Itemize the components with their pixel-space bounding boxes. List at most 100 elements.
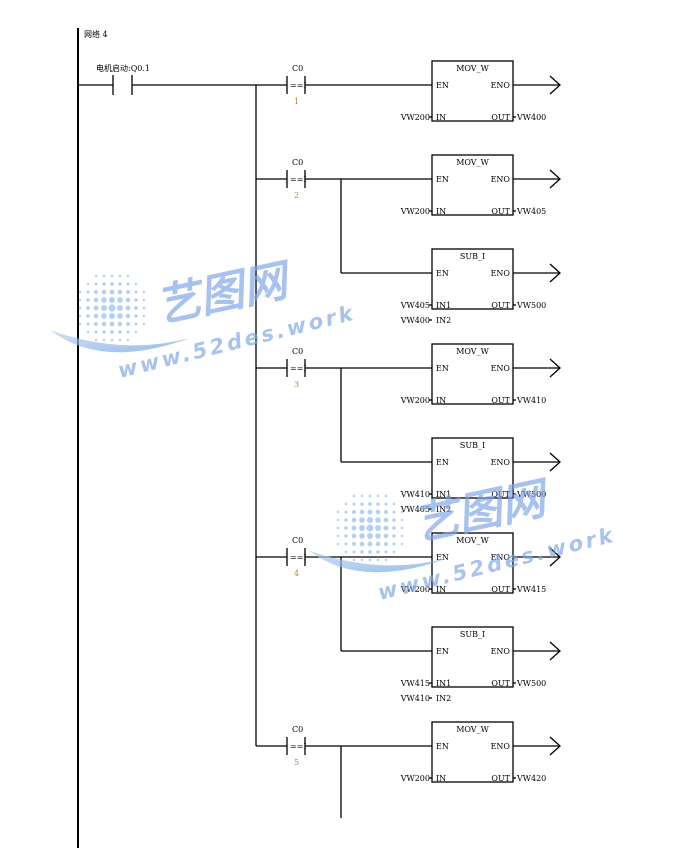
en-pin: EN bbox=[436, 647, 449, 656]
en-pin: EN bbox=[436, 458, 449, 467]
out-pin: OUT bbox=[491, 207, 510, 216]
out-pin: OUT bbox=[491, 490, 510, 499]
network-label: 网络 4 bbox=[84, 29, 108, 39]
out-pin: OUT bbox=[491, 396, 510, 405]
eno-pin: ENO bbox=[491, 553, 511, 562]
compare-operand: C0 bbox=[292, 536, 303, 545]
compare-operand: C0 bbox=[292, 725, 303, 734]
compare-operand: C0 bbox=[292, 347, 303, 356]
eno-pin: ENO bbox=[491, 269, 511, 278]
input-pin: IN1 bbox=[436, 679, 451, 688]
rung: C0 ==I 5 MOV_W EN ENO VW200 IN OUT VW420 bbox=[256, 721, 561, 783]
eno-pin: ENO bbox=[491, 458, 511, 467]
compare-operator: ==I bbox=[290, 81, 307, 90]
block-name: MOV_W bbox=[456, 64, 489, 73]
block-name: SUB_I bbox=[460, 630, 485, 639]
output-arrow-icon bbox=[549, 736, 561, 756]
input-variable: VW200 bbox=[400, 774, 430, 783]
compare-value: 5 bbox=[294, 758, 299, 767]
compare-value: 4 bbox=[294, 569, 299, 578]
eno-pin: ENO bbox=[491, 647, 511, 656]
output-variable: VW500 bbox=[516, 679, 546, 688]
en-pin: EN bbox=[436, 553, 449, 562]
watermark-logo: 艺图网 www.52des.work bbox=[50, 254, 358, 383]
block-name: SUB_I bbox=[460, 441, 485, 450]
eno-pin: ENO bbox=[491, 364, 511, 373]
compare-operator: ==I bbox=[290, 742, 307, 751]
output-variable: VW500 bbox=[516, 301, 546, 310]
input-contact-label: 电机启动:Q0.1 bbox=[96, 63, 150, 73]
compare-contact: C0 ==I 5 bbox=[256, 725, 432, 767]
input-variable: VW200 bbox=[400, 207, 430, 216]
out-pin: OUT bbox=[491, 585, 510, 594]
out-pin: OUT bbox=[491, 679, 510, 688]
en-pin: EN bbox=[436, 364, 449, 373]
input-variable: VW410 bbox=[400, 490, 430, 499]
output-arrow-icon bbox=[549, 452, 561, 472]
output-variable: VW410 bbox=[516, 396, 546, 405]
compare-operator: ==I bbox=[290, 364, 307, 373]
output-variable: VW420 bbox=[516, 774, 546, 783]
input-pin: IN bbox=[436, 207, 446, 216]
input-contact: 电机启动:Q0.1 bbox=[78, 63, 256, 95]
function-block-mov-w: MOV_W EN ENO VW200 IN OUT VW405 bbox=[400, 154, 561, 216]
block-name: SUB_I bbox=[460, 252, 485, 261]
input-variable: VW400 bbox=[400, 316, 430, 325]
compare-value: 2 bbox=[294, 191, 299, 200]
block-name: MOV_W bbox=[456, 158, 489, 167]
eno-pin: ENO bbox=[491, 742, 511, 751]
output-arrow-icon bbox=[549, 169, 561, 189]
output-arrow-icon bbox=[549, 263, 561, 283]
input-pin: IN bbox=[436, 585, 446, 594]
input-pin: IN1 bbox=[436, 490, 451, 499]
output-variable: VW415 bbox=[516, 585, 546, 594]
block-name: MOV_W bbox=[456, 536, 489, 545]
input-variable: VW415 bbox=[400, 679, 430, 688]
compare-contact: C0 ==I 3 bbox=[256, 347, 432, 389]
compare-contact: C0 ==I 4 bbox=[256, 536, 432, 578]
input-pin: IN bbox=[436, 774, 446, 783]
output-arrow-icon bbox=[549, 358, 561, 378]
block-name: MOV_W bbox=[456, 725, 489, 734]
compare-operand: C0 bbox=[292, 158, 303, 167]
output-variable: VW405 bbox=[516, 207, 546, 216]
en-pin: EN bbox=[436, 269, 449, 278]
compare-value: 3 bbox=[294, 380, 299, 389]
out-pin: OUT bbox=[491, 301, 510, 310]
function-block-mov-w: MOV_W EN ENO VW200 IN OUT VW415 bbox=[400, 532, 561, 594]
compare-contact: C0 ==I 2 bbox=[256, 158, 432, 200]
input-pin: IN2 bbox=[436, 505, 451, 514]
eno-pin: ENO bbox=[491, 81, 511, 90]
out-pin: OUT bbox=[491, 113, 510, 122]
input-variable: VW200 bbox=[400, 113, 430, 122]
input-variable: VW410 bbox=[400, 694, 430, 703]
input-pin: IN2 bbox=[436, 316, 451, 325]
en-pin: EN bbox=[436, 742, 449, 751]
watermark-globe-icon bbox=[308, 494, 448, 573]
input-pin: IN bbox=[436, 396, 446, 405]
output-arrow-icon bbox=[549, 547, 561, 567]
output-arrow-icon bbox=[549, 641, 561, 661]
compare-operator: ==I bbox=[290, 553, 307, 562]
en-pin: EN bbox=[436, 175, 449, 184]
compare-value: 1 bbox=[294, 97, 299, 106]
input-pin: IN bbox=[436, 113, 446, 122]
input-variable: VW200 bbox=[400, 585, 430, 594]
compare-contact: C0==I1 bbox=[256, 64, 432, 106]
input-pin: IN2 bbox=[436, 694, 451, 703]
eno-pin: ENO bbox=[491, 175, 511, 184]
compare-operator: ==I bbox=[290, 175, 307, 184]
input-variable: VW405 bbox=[400, 301, 430, 310]
watermark-globe-icon bbox=[50, 274, 190, 353]
function-block-mov-w: MOV_W EN ENO VW200 IN OUT VW420 bbox=[400, 721, 561, 783]
out-pin: OUT bbox=[491, 774, 510, 783]
